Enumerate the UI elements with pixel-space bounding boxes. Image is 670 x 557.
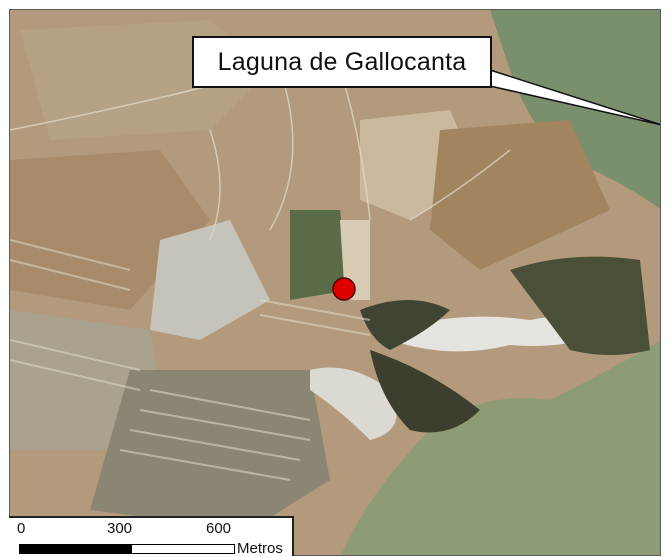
woodland [290,210,350,300]
scale-tick-300: 300 [107,520,133,537]
map-frame [9,9,661,556]
lagoon-water-north [490,10,660,209]
scale-segment-black [19,544,131,554]
aerial-map [10,10,660,555]
scale-bar: 0 300 600 Metros [9,516,294,557]
field [90,370,330,530]
field-stripes [10,239,371,481]
marsh [360,300,450,350]
marsh [510,256,650,355]
lagoon-water-south [340,341,660,555]
location-marker[interactable] [332,277,356,301]
scale-segment-white [131,544,235,554]
field [430,120,610,270]
lagoon-callout-label: Laguna de Gallocanta [192,36,492,88]
salt-flat [310,367,397,440]
scale-unit: Metros [237,540,283,557]
marsh [370,350,480,433]
scale-tick-600: 600 [206,520,232,537]
field [150,220,270,340]
scale-tick-0: 0 [17,520,26,537]
